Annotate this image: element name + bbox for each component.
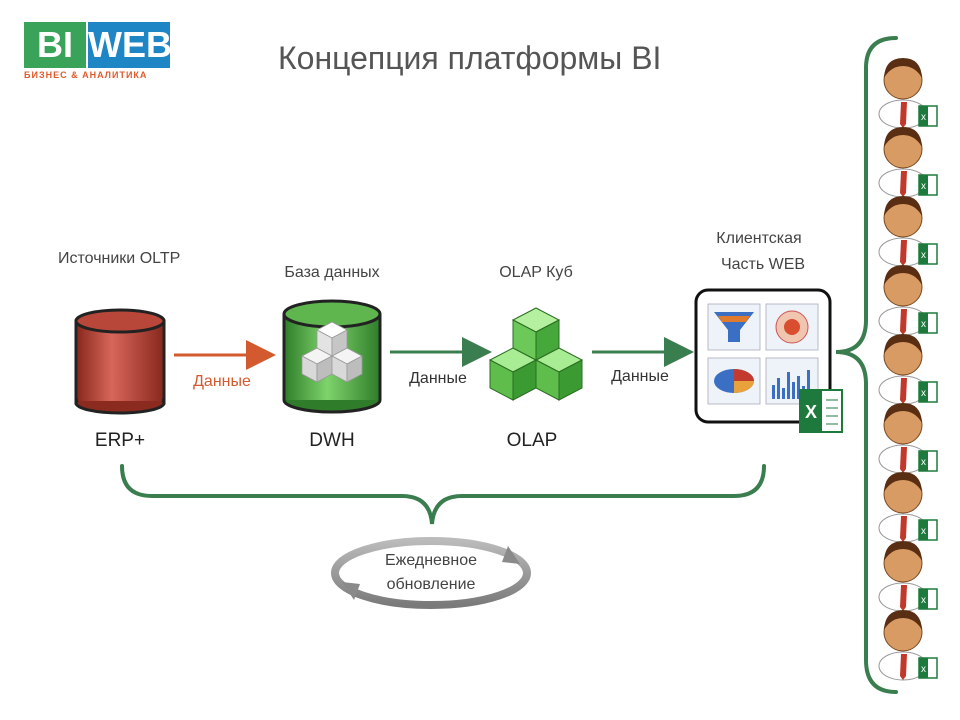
olap-bottom-label: OLAP (506, 430, 558, 451)
user-avatar-icon (878, 126, 938, 198)
logo-tagline: БИЗНЕС & АНАЛИТИКА (24, 70, 148, 80)
user-avatar-icon (878, 471, 938, 543)
client-top-label-1: Клиентская (716, 230, 802, 247)
cycle-label-line2: обновление (386, 576, 476, 593)
logo-web: WEB (88, 22, 172, 68)
user-avatar-icon (878, 333, 938, 405)
daily-update-cycle-icon (331, 537, 531, 609)
svg-text:X: X (805, 402, 817, 422)
flow-label-erp-dwh: Данные (193, 373, 251, 390)
user-avatar-icon (878, 195, 938, 267)
flow-label-olap-client: Данные (611, 368, 669, 385)
olap-top-label: OLAP Куб (499, 264, 573, 281)
dwh-top-label: База данных (284, 264, 380, 281)
users-column (878, 57, 938, 681)
page-title: Концепция платформы BI (278, 40, 662, 76)
user-avatar-icon (878, 264, 938, 336)
user-avatar-icon (878, 609, 938, 681)
bottom-brace (120, 464, 766, 525)
biweb-logo: BI WEB БИЗНЕС & АНАЛИТИКА (24, 22, 172, 88)
dwh-database-icon (282, 299, 382, 414)
user-avatar-icon (878, 57, 938, 129)
dwh-bottom-label: DWH (309, 430, 355, 451)
user-avatar-icon (878, 402, 938, 474)
erp-bottom-label: ERP+ (94, 430, 146, 451)
client-web-screen-icon: X (694, 288, 843, 433)
users-brace (835, 36, 898, 694)
erp-top-label: Источники OLTP (58, 250, 181, 267)
flow-label-dwh-olap: Данные (409, 370, 467, 387)
user-avatar-icon (878, 540, 938, 612)
erp-database-icon (74, 308, 166, 415)
cycle-label-line1: Ежедневное (384, 552, 478, 569)
client-top-label-2: Часть WEB (720, 256, 806, 273)
olap-cube-icon (488, 307, 584, 401)
logo-bi: BI (24, 22, 86, 68)
excel-icon: X (799, 389, 843, 433)
